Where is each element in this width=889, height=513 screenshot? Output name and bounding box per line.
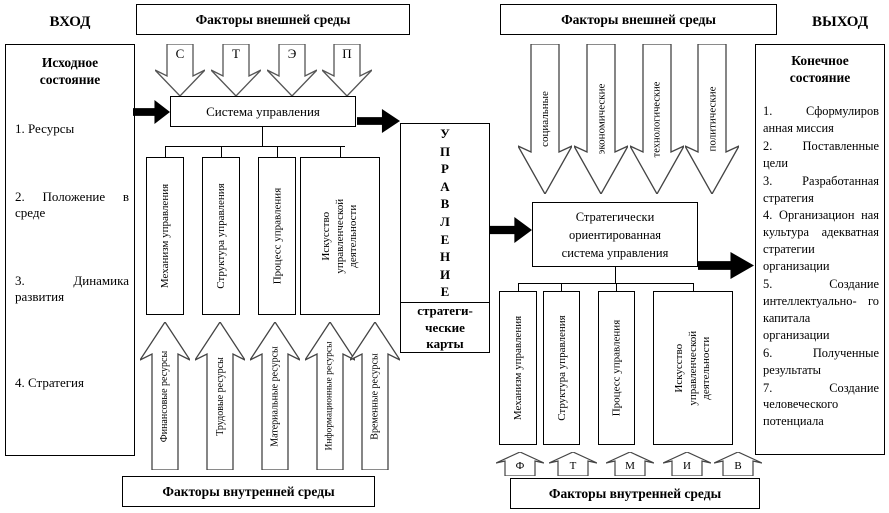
arrow-up-icon: В [714, 452, 762, 476]
initial-state-title: Исходное состояние [39, 55, 101, 87]
external-arrow-label: экономические [595, 83, 607, 155]
subsystem-label: Искусство управленческой деятельности [672, 330, 712, 406]
subsystem-box-mechanism: Механизм управления [499, 291, 537, 445]
management-system-box: Система управления [170, 96, 356, 127]
subsystem-label: Процесс управления [271, 187, 283, 285]
resource-letter: И [683, 460, 691, 472]
arrow-down-icon: социальные [518, 44, 572, 194]
subsystem-label: Процесс управления [610, 319, 623, 417]
arrow-up-icon: М [606, 452, 654, 476]
strategic-maps-label: стратеги- ческие карты [401, 302, 489, 353]
subsystem-label: Структура управления [215, 183, 228, 289]
connector-line [616, 283, 617, 291]
resource-letter: Ф [515, 460, 525, 472]
external-factors-box-right: Факторы внешней среды [500, 4, 777, 35]
external-arrow-letter: С [175, 46, 185, 61]
subsystem-box-art: Искусство управленческой деятельности [653, 291, 733, 445]
final-state-item: 3. Разработанная стратегия [763, 173, 879, 205]
initial-state-item: 3. Динамика развития [15, 273, 129, 304]
external-arrow-label: социальные [539, 91, 551, 147]
strategic-system-box: Стратегически ориентированная система уп… [532, 202, 698, 267]
arrow-down-icon: технологические [630, 44, 684, 194]
management-vertical-word: У П Р А В Л Е Н И Е [439, 126, 451, 300]
arrow-up-icon: Ф [496, 452, 544, 476]
management-column: У П Р А В Л Е Н И Е стратеги- ческие кар… [400, 123, 490, 353]
subsystem-label: Механизм управления [512, 315, 524, 421]
external-arrow-label: технологические [651, 81, 663, 157]
internal-factors-box-left: Факторы внутренней среды [122, 476, 375, 507]
subsystem-label: Структура управления [555, 315, 568, 421]
internal-factors-box-right: Факторы внутренней среды [510, 478, 760, 509]
arrow-right-icon [357, 109, 400, 133]
initial-state-item: 2. Положение в среде [15, 189, 129, 220]
final-state-item: 6. Полученные результаты [763, 345, 879, 377]
arrow-up-icon: Информационные ресурсы [305, 322, 355, 470]
resource-arrow-label: Информационные ресурсы [325, 341, 336, 451]
resource-letter: Т [569, 460, 577, 472]
subsystem-box-structure: Структура управления [543, 291, 580, 445]
arrow-up-icon: Финансовые ресурсы [140, 322, 190, 470]
connector-line [561, 283, 562, 291]
subsystem-label: Механизм управления [159, 183, 171, 289]
arrow-up-icon: Материальные ресурсы [250, 322, 300, 470]
final-state-title: Конечное состояние [789, 53, 851, 85]
connector-line [693, 283, 694, 291]
subsystem-box-art: Искусство управленческой деятельности [300, 157, 380, 315]
output-title: ВЫХОД [811, 13, 869, 30]
arrow-down-icon: экономические [574, 44, 628, 194]
arrow-down-icon: Т [211, 44, 261, 96]
resource-letter: М [625, 460, 635, 472]
subsystem-box-mechanism: Механизм управления [146, 157, 184, 315]
final-state-item: 5. Создание интеллектуально- го капитала… [763, 277, 879, 342]
connector-line [165, 146, 345, 147]
subsystem-label: Искусство управленческой деятельности [319, 198, 359, 274]
resource-arrow-label: Финансовые ресурсы [159, 350, 171, 442]
connector-line [277, 146, 278, 157]
connector-line [615, 267, 616, 283]
arrow-up-icon: Трудовые ресурсы [195, 322, 245, 470]
connector-line [165, 146, 166, 157]
subsystem-box-process: Процесс управления [598, 291, 635, 445]
connector-line [221, 146, 222, 157]
input-title: ВХОД [49, 13, 91, 30]
arrow-down-icon: П [322, 44, 372, 96]
external-arrow-letter: Т [232, 46, 240, 61]
connector-line [262, 127, 263, 146]
final-state-item: 2. Поставленные цели [763, 138, 879, 170]
external-arrow-letter: Э [287, 46, 297, 61]
resource-letter: В [734, 460, 742, 472]
arrow-right-icon [698, 252, 754, 279]
connector-line [518, 283, 693, 284]
initial-state-item: 1. Ресурсы [15, 121, 75, 136]
resource-arrow-label: Временные ресурсы [369, 352, 381, 440]
arrow-up-icon: Т [549, 452, 597, 476]
arrow-right-icon [490, 217, 532, 243]
connector-line [518, 283, 519, 291]
arrow-down-icon: С [155, 44, 205, 96]
final-state-item: 7. Создание человеческого потенциала [763, 380, 879, 429]
final-state-list: 1. Сформулиров анная миссия 2. Поставлен… [763, 103, 879, 431]
arrow-up-icon: И [663, 452, 711, 476]
resource-arrow-label: Материальные ресурсы [269, 345, 281, 447]
resource-arrow-label: Трудовые ресурсы [214, 356, 226, 436]
final-state-item: 1. Сформулиров анная миссия [763, 104, 879, 135]
subsystem-box-process: Процесс управления [258, 157, 296, 315]
connector-line [340, 146, 341, 157]
final-state-panel: Конечное состояние 1. Сформулиров анная … [755, 44, 885, 455]
arrow-down-icon: Э [267, 44, 317, 96]
initial-state-item: 4. Стратегия [15, 375, 84, 390]
external-arrow-letter: П [342, 46, 352, 61]
final-state-item: 4. Организацион ная культура адекватная … [763, 208, 879, 274]
subsystem-box-structure: Структура управления [202, 157, 240, 315]
arrow-up-icon: Временные ресурсы [350, 322, 400, 470]
initial-state-panel: Исходное состояние 1. Ресурсы 2. Положен… [5, 44, 135, 456]
external-arrow-label: политические [706, 86, 718, 152]
arrow-right-icon [133, 100, 170, 124]
external-factors-box-left: Факторы внешней среды [136, 4, 410, 35]
arrow-down-icon: политические [685, 44, 739, 194]
